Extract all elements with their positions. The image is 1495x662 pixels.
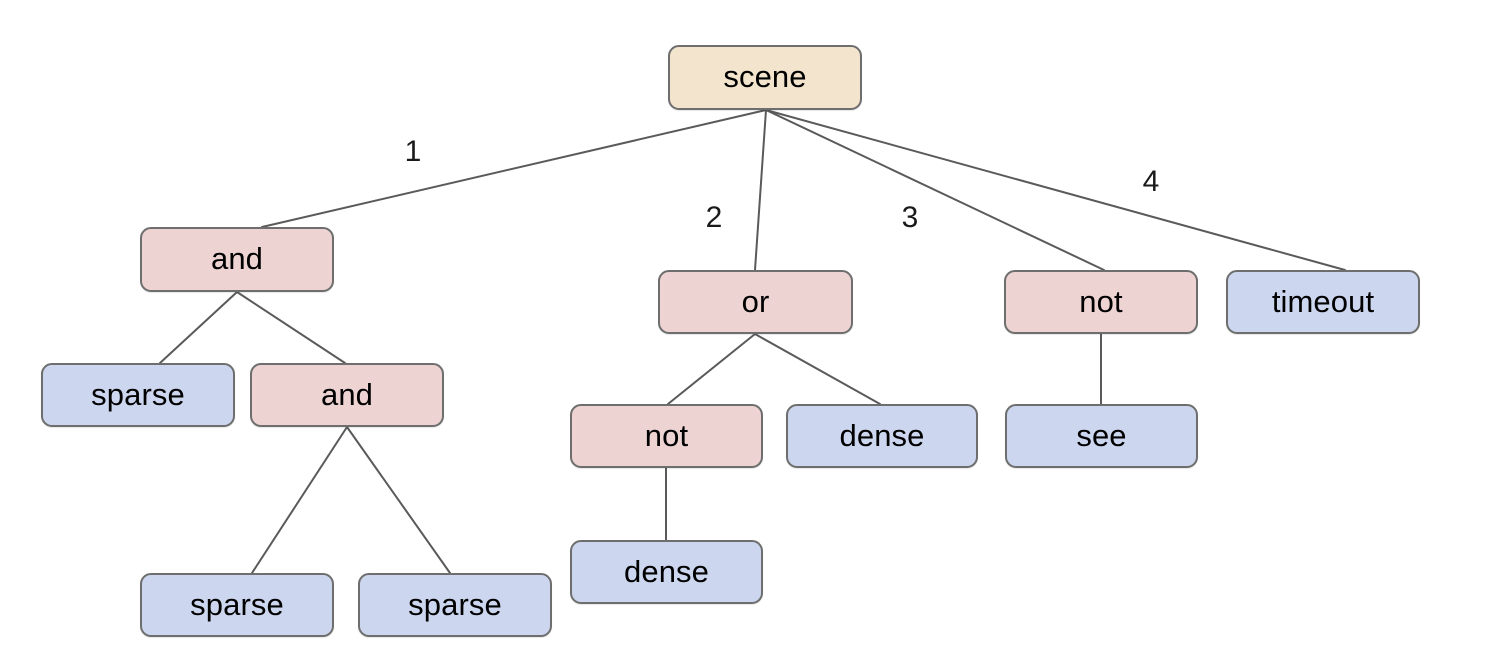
- tree-node-scene[interactable]: scene: [668, 45, 862, 110]
- tree-node-sparse3[interactable]: sparse: [358, 573, 552, 637]
- tree-node-timeout1[interactable]: timeout: [1226, 270, 1420, 334]
- tree-node-label: scene: [723, 59, 807, 94]
- tree-node-label: sparse: [190, 586, 284, 622]
- edge-label-1: 1: [404, 135, 422, 168]
- tree-node-or1[interactable]: or: [658, 270, 853, 334]
- tree-node-label: or: [741, 283, 770, 319]
- tree-node-sparse1[interactable]: sparse: [41, 363, 235, 427]
- tree-node-and1[interactable]: and: [140, 227, 334, 292]
- edge-label-4: 4: [1142, 165, 1160, 198]
- tree-node-dense2[interactable]: dense: [570, 540, 763, 604]
- tree-edge-and1-to-sparse1: [159, 291, 238, 364]
- edge-label-3: 3: [901, 201, 919, 234]
- tree-edge-and1-to-and2: [236, 291, 346, 364]
- tree-node-label: sparse: [91, 376, 185, 412]
- tree-node-sparse2[interactable]: sparse: [140, 573, 334, 637]
- tree-node-label: dense: [624, 553, 709, 589]
- tree-node-not2[interactable]: not: [570, 404, 763, 468]
- tree-node-label: sparse: [408, 586, 502, 622]
- tree-edge-scene-to-timeout1: [765, 109, 1346, 271]
- tree-edge-scene-to-and1: [261, 109, 767, 228]
- tree-edge-or1-to-dense1: [754, 333, 881, 405]
- tree-node-label: timeout: [1271, 283, 1375, 319]
- tree-edge-and2-to-sparse2: [251, 426, 348, 574]
- tree-node-see1[interactable]: see: [1005, 404, 1198, 468]
- tree-edge-or1-to-not2: [667, 333, 756, 405]
- tree-edge-scene-to-not1: [765, 109, 1105, 271]
- tree-node-label: and: [320, 376, 374, 412]
- tree-node-dense1[interactable]: dense: [786, 404, 978, 468]
- tree-node-and2[interactable]: and: [250, 363, 444, 427]
- tree-edge-scene-to-or1: [754, 109, 767, 271]
- tree-node-label: not: [1079, 283, 1123, 319]
- edge-label-2: 2: [705, 201, 723, 234]
- tree-node-label: and: [210, 241, 264, 276]
- tree-node-label: not: [644, 417, 689, 453]
- tree-node-label: dense: [839, 417, 925, 453]
- tree-node-not1[interactable]: not: [1004, 270, 1198, 334]
- tree-edge-and2-to-sparse3: [346, 426, 451, 574]
- tree-node-label: see: [1076, 417, 1127, 453]
